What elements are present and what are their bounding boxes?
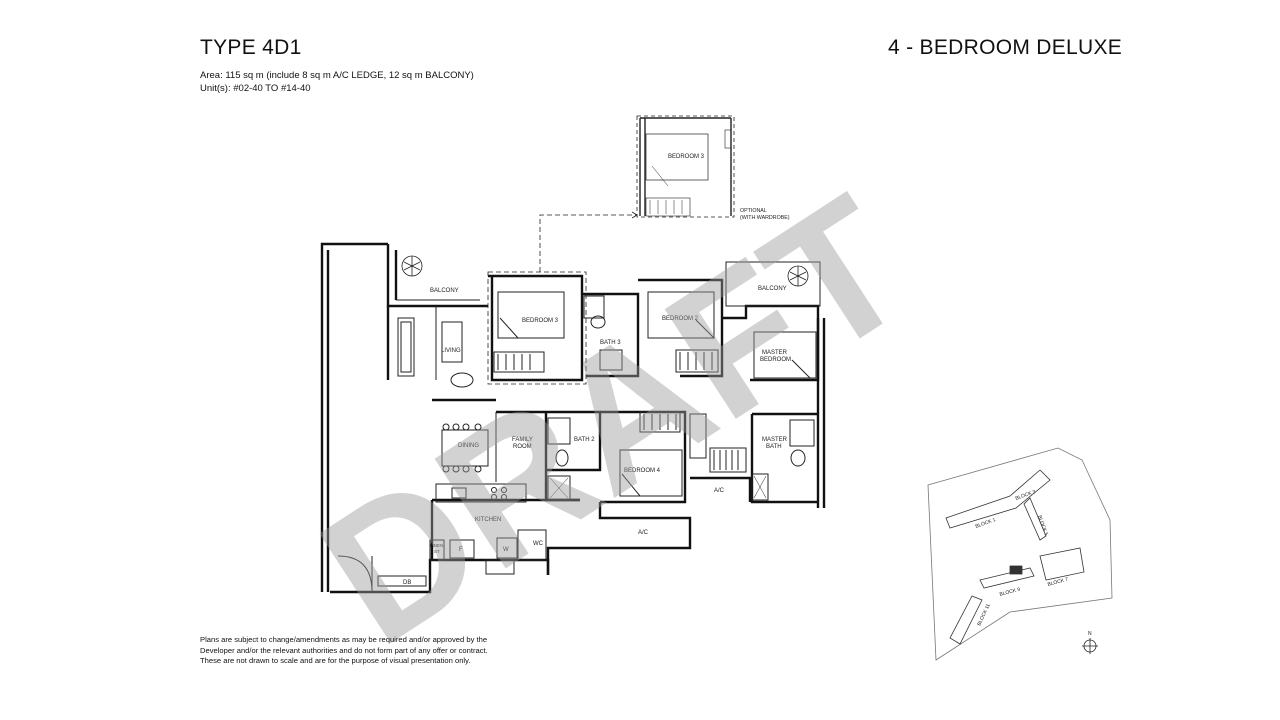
dining-label: DINING [458,443,479,449]
area-info: Area: 115 sq m (include 8 sq m A/C LEDGE… [200,70,474,81]
db-label: DB [403,580,411,586]
connector-arrow-icon [631,211,638,219]
north-arrow-icon [1082,638,1098,654]
wc-label: WC [533,541,544,547]
master-bath-label: MASTER [762,437,788,443]
interior-partitions [337,261,821,593]
bath-2-label: BATH 2 [574,437,595,443]
site-plan [927,447,1113,661]
block-1-label: BLOCK 1 [975,517,997,530]
master-bedroom-label: MASTER [762,350,788,356]
bedroom-3-label: BEDROOM 3 [522,318,559,324]
bath-3-label: BATH 3 [600,340,621,346]
master-bedroom-label-2: BEDROOM [760,357,791,363]
unit-type-title: TYPE 4D1 [200,36,302,59]
bedroom-3-option-outline [487,271,587,385]
optional-bedroom-inset [636,115,735,218]
block-9-label: BLOCK 9 [999,587,1021,598]
option-connector-line [539,214,637,272]
bedroom-4-label: BEDROOM 4 [624,468,661,474]
living-label: LIVING [441,348,461,354]
balcony-plant-icons [401,255,809,287]
balcony-left-label: BALCONY [430,288,459,294]
disclaimer-line: Developer and/or the relevant authoritie… [200,645,488,655]
ac-ledge-lower-label: A/C [638,530,649,536]
ac-ledge-label: A/C [714,488,725,494]
block-7-label: BLOCK 7 [1047,577,1069,588]
linen-store-label-2: ST [434,549,440,554]
north-label: N [1088,631,1092,637]
family-room-label-2: ROOM [513,444,532,450]
disclaimer-line: Plans are subject to change/amendments a… [200,635,488,644]
units-info: Unit(s): #02-40 TO #14-40 [200,83,311,94]
kitchen-label: KITCHEN [475,517,501,523]
fridge-label: F [459,547,463,553]
inset-bedroom-label: BEDROOM 3 [668,154,705,160]
linen-store-label: LINEN [430,543,443,548]
family-room-label: FAMILY [512,437,533,443]
disclaimer-line: These are not drawn to scale and are for… [200,656,471,666]
washer-label: W [503,547,509,553]
balcony-right-label: BALCONY [758,286,787,292]
master-bath-label-2: BATH [766,444,782,450]
optional-note: OPTIONAL [740,208,767,214]
unit-category-title: 4 - BEDROOM DELUXE [888,36,1123,59]
block-5-label: BLOCK 5 [1036,515,1049,537]
disclaimer: Plans are subject to change/amendments a… [200,635,500,667]
draft-watermark: DRAFT [287,156,942,684]
bedroom-2-label: BEDROOM 2 [662,316,699,322]
optional-note-wardrobe: (WITH WARDROBE) [740,215,790,221]
